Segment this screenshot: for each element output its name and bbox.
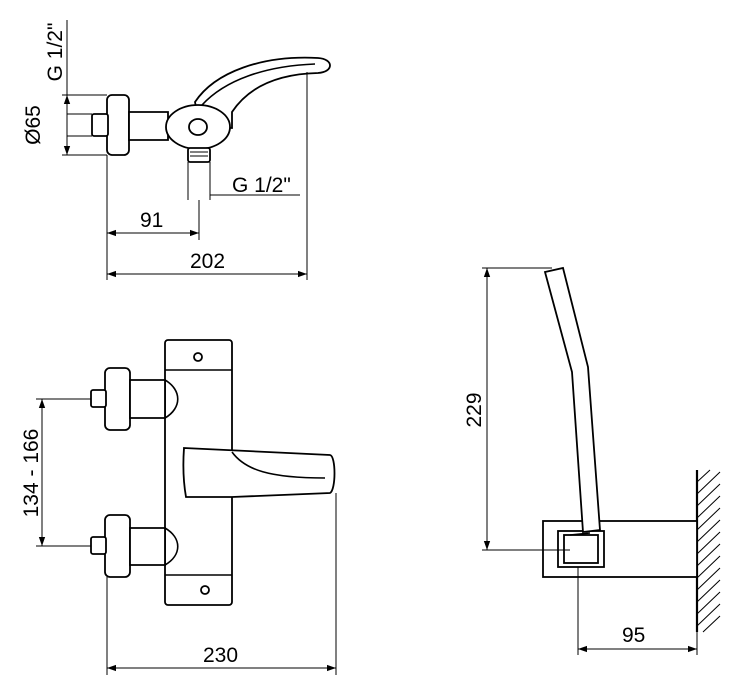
front-screw-top [193,352,203,362]
top-wall-flange [106,94,130,156]
dim-229-label: 229 [463,392,486,427]
thread-outlet-label: G 1/2" [232,174,291,197]
upper-inlet-flange [104,367,131,431]
lower-inlet-nub [90,536,107,555]
dim-centers-label: 134 - 166 [20,429,43,518]
front-view: 134 - 166 230 [20,339,337,675]
wall-hatching [696,469,721,633]
lever-edge [201,63,316,106]
dim-202-label: 202 [190,250,225,273]
diameter-label: Ø65 [22,105,45,145]
lower-inlet-flange [104,514,131,578]
hand-shower [543,266,601,534]
lever-handle [194,56,331,129]
thread-top-label: G 1/2" [44,23,67,82]
dim-95-label: 95 [622,624,645,647]
top-view: Ø65 G 1/2" G 1/2" 91 202 [22,20,331,280]
top-body-connector [128,111,169,141]
top-outlet [187,147,211,163]
dim-91-label: 91 [140,209,163,232]
upper-inlet-nub [90,389,107,408]
side-view: 229 95 [463,266,721,655]
top-inlet-nub [91,113,109,137]
front-lever [182,447,336,498]
dim-230-label: 230 [203,644,238,667]
cartridge-cap [188,118,208,136]
front-screw-bottom [200,585,210,595]
